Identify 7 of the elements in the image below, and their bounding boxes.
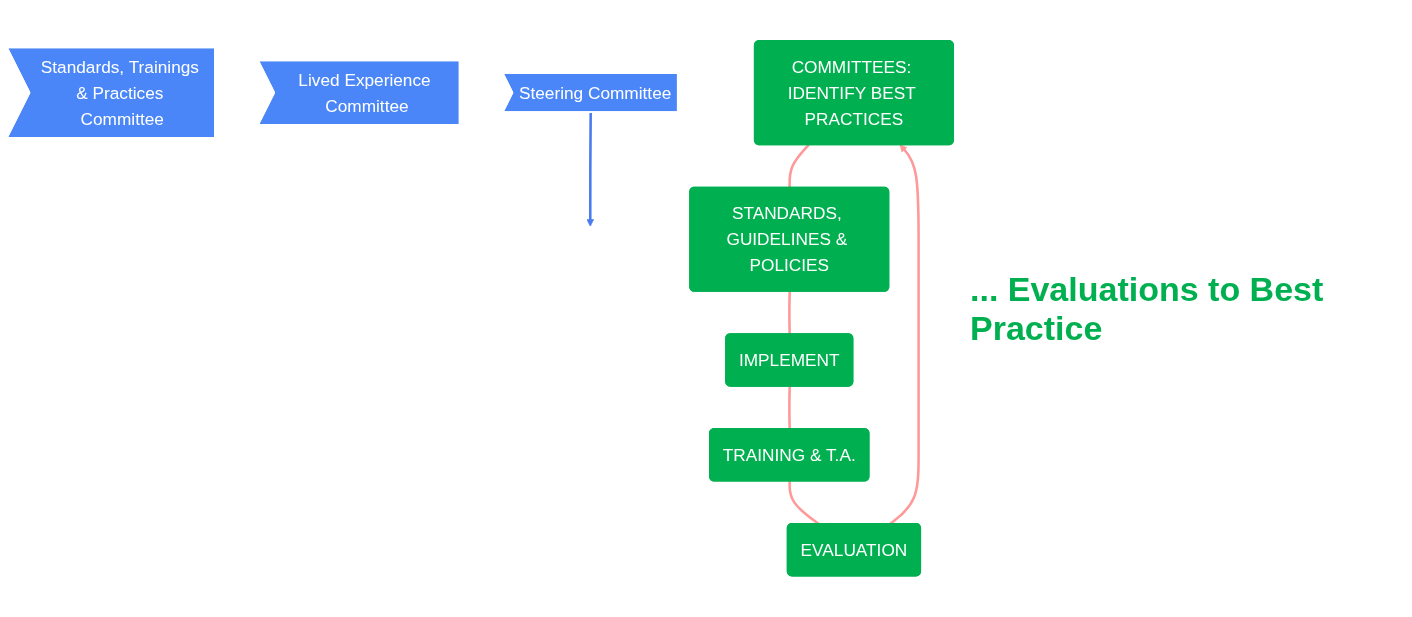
arrow [586, 112, 595, 227]
connector [788, 481, 820, 526]
connector [788, 144, 810, 189]
arrow [888, 144, 920, 526]
connector [788, 386, 791, 430]
tagline-text: ... Evaluations to Best Practice [970, 269, 1325, 348]
connector [788, 291, 791, 335]
